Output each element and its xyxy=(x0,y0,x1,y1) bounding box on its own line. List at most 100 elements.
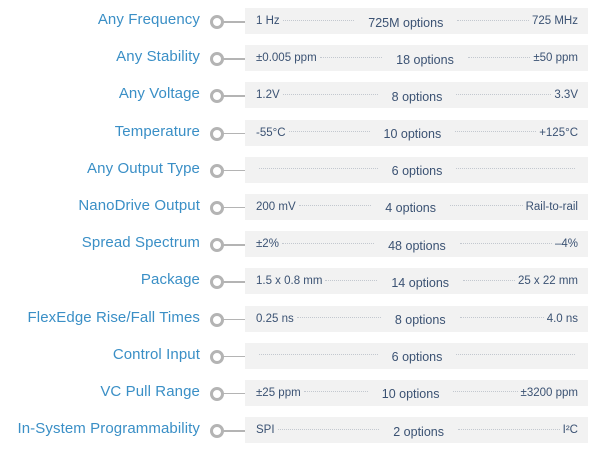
spec-row-frequency: Any Frequency 1 Hz 725M options 725 MHz xyxy=(0,4,600,41)
options-count: 725M options xyxy=(368,15,444,30)
range-box: 6 options xyxy=(245,156,588,183)
spec-label: Any Voltage xyxy=(118,85,200,103)
options-count: 18 options xyxy=(396,52,454,67)
range-max: ±50 ppm xyxy=(533,52,579,65)
options-count: 6 options xyxy=(391,350,443,365)
connector-node-icon xyxy=(210,386,246,401)
spec-label: Spread Spectrum xyxy=(81,234,200,252)
spec-label: Any Output Type xyxy=(87,159,200,177)
range-box: 200 mV 4 options Rail-to-rail xyxy=(245,193,588,220)
dotted-leader xyxy=(259,354,378,356)
range-max: 25 x 22 mm xyxy=(517,275,579,288)
connector-node-icon xyxy=(210,52,246,67)
options-count: 4 options xyxy=(385,201,436,216)
connector-node-icon xyxy=(210,275,246,290)
options-count: 6 options xyxy=(391,164,443,179)
range-box: ±25 ppm 10 options ±3200 ppm xyxy=(245,379,588,406)
dotted-leader xyxy=(303,391,368,393)
dotted-leader xyxy=(457,19,529,21)
spec-row-flexedge: FlexEdge Rise/Fall Times 0.25 ns 8 optio… xyxy=(0,302,600,339)
range-max: Rail-to-rail xyxy=(525,200,578,213)
connector-node-icon xyxy=(210,312,246,327)
options-count: 8 options xyxy=(391,89,443,104)
connector-node-icon xyxy=(210,89,246,104)
dotted-leader xyxy=(456,93,552,95)
range-box: ±0.005 ppm 18 options ±50 ppm xyxy=(245,45,588,72)
dotted-leader xyxy=(277,428,380,430)
dotted-leader xyxy=(456,354,576,356)
range-max: 725 MHz xyxy=(531,15,578,27)
dotted-leader xyxy=(455,131,537,133)
spec-row-package: Package 1.5 x 0.8 mm 14 options 25 x 22 … xyxy=(0,264,600,301)
spec-row-control-input: Control Input 6 options xyxy=(0,339,600,376)
range-min: ±2% xyxy=(256,238,279,251)
dotted-leader xyxy=(296,317,381,318)
range-max: 3.3V xyxy=(554,89,579,102)
spec-row-voltage: Any Voltage 1.2V 8 options 3.3V xyxy=(0,78,600,115)
connector-node-icon xyxy=(210,126,246,141)
dotted-leader xyxy=(259,168,378,170)
dotted-leader xyxy=(288,131,370,133)
options-count: 10 options xyxy=(381,387,440,402)
spec-row-stability: Any Stability ±0.005 ppm 18 options ±50 … xyxy=(0,41,600,78)
spec-row-temperature: Temperature -55°C 10 options +125°C xyxy=(0,116,600,153)
range-min: 0.25 ns xyxy=(256,312,294,325)
spec-label: Control Input xyxy=(112,345,200,363)
spec-label: Package xyxy=(140,271,200,289)
dotted-leader xyxy=(457,428,560,430)
dotted-leader xyxy=(459,317,544,318)
range-box: 0.25 ns 8 options 4.0 ns xyxy=(245,305,588,332)
range-min: ±0.005 ppm xyxy=(256,52,317,65)
dotted-leader xyxy=(282,93,378,95)
range-box: 1.5 x 0.8 mm 14 options 25 x 22 mm xyxy=(245,268,588,295)
spec-label: NanoDrive Output xyxy=(78,196,200,214)
range-min: SPI xyxy=(256,424,275,437)
spec-row-spread-spectrum: Spread Spectrum ±2% 48 options –4% xyxy=(0,227,600,264)
dotted-leader xyxy=(281,242,375,244)
spec-label: VC Pull Range xyxy=(100,382,200,400)
connector-node-icon xyxy=(210,200,246,215)
range-min: -55°C xyxy=(256,126,286,139)
options-count: 2 options xyxy=(393,424,444,439)
spec-label: In-System Programmability xyxy=(17,420,200,438)
spec-label: FlexEdge Rise/Fall Times xyxy=(27,308,200,326)
spec-label: Temperature xyxy=(114,122,200,140)
spec-row-output-type: Any Output Type 6 options xyxy=(0,153,600,190)
spec-row-vc-pull-range: VC Pull Range ±25 ppm 10 options ±3200 p… xyxy=(0,376,600,413)
dotted-leader xyxy=(459,242,552,244)
range-max: 4.0 ns xyxy=(546,312,579,325)
spec-row-nanodrive-output: NanoDrive Output 200 mV 4 options Rail-t… xyxy=(0,190,600,227)
connector-node-icon xyxy=(210,424,246,439)
range-box: 1 Hz 725M options 725 MHz xyxy=(245,8,588,34)
dotted-leader xyxy=(467,56,531,58)
range-min: 1.2V xyxy=(256,89,280,102)
connector-node-icon xyxy=(210,349,246,364)
range-box: SPI 2 options I²C xyxy=(245,417,588,444)
dotted-leader xyxy=(325,279,378,281)
options-count: 48 options xyxy=(388,238,446,253)
spec-list: Any Frequency 1 Hz 725M options 725 MHz … xyxy=(0,4,600,450)
range-min: 1.5 x 0.8 mm xyxy=(256,275,323,288)
range-max: ±3200 ppm xyxy=(520,386,579,399)
range-min: 1 Hz xyxy=(256,15,280,27)
range-max: –4% xyxy=(554,238,578,251)
range-box: 1.2V 8 options 3.3V xyxy=(245,82,588,109)
dotted-leader xyxy=(319,56,383,58)
options-count: 8 options xyxy=(394,313,446,327)
range-max: +125°C xyxy=(539,126,578,139)
range-max: I²C xyxy=(562,424,578,437)
range-box: 6 options xyxy=(245,342,588,369)
dotted-leader xyxy=(282,19,355,21)
dotted-leader xyxy=(453,391,518,393)
dotted-leader xyxy=(449,205,523,207)
dotted-leader xyxy=(463,279,515,281)
spec-label: Any Stability xyxy=(116,48,200,66)
range-box: ±2% 48 options –4% xyxy=(245,231,588,258)
dotted-leader xyxy=(456,168,576,170)
options-count: 14 options xyxy=(391,275,450,290)
connector-node-icon xyxy=(210,238,246,253)
range-box: -55°C 10 options +125°C xyxy=(245,119,588,146)
connector-node-icon xyxy=(210,15,246,29)
range-min: 200 mV xyxy=(256,200,296,213)
dotted-leader xyxy=(298,205,372,207)
